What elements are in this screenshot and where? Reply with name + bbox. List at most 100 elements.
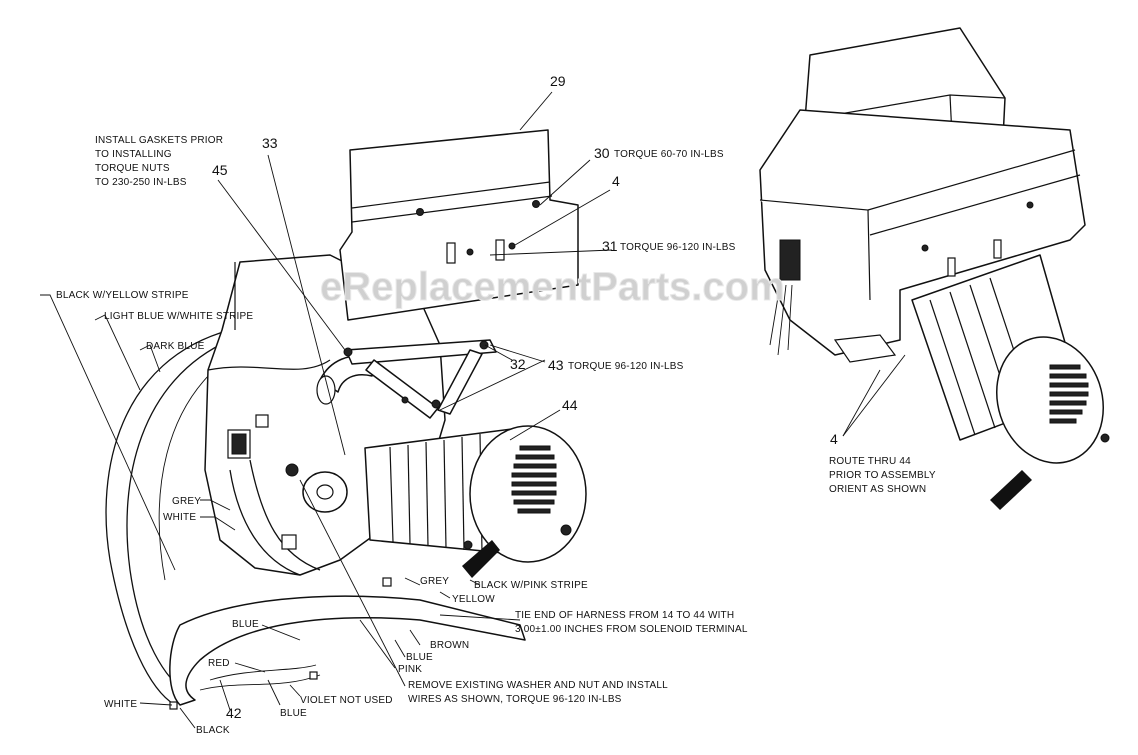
motor-band (425, 441, 429, 547)
strap (365, 359, 439, 419)
bracket-nut (431, 399, 441, 409)
callout-4-right: 4 (830, 431, 838, 447)
svg-text:REMOVE EXISTING WASHER AND NUT: REMOVE EXISTING WASHER AND NUT AND INSTA… (408, 680, 668, 691)
motor-band (389, 446, 394, 543)
torque-note-30: TORQUE 60-70 IN-LBS (614, 149, 724, 160)
bolt-r (921, 244, 929, 252)
left-assembly (105, 129, 587, 710)
motor-cable (462, 540, 500, 578)
terminal-block (255, 414, 269, 428)
leader-lines (40, 91, 906, 729)
wire-label-red: RED (208, 658, 230, 669)
plate-terminal (495, 239, 505, 261)
harness-drop (249, 459, 321, 571)
wire-label-blue-mid: BLUE (406, 652, 433, 663)
connector (169, 701, 178, 710)
wire-label-white-bottom: WHITE (104, 699, 137, 710)
cross-bar (345, 339, 497, 365)
stud (285, 463, 299, 477)
harness-loop-inner (126, 339, 231, 696)
harness-drop (229, 469, 301, 576)
motor-vent (511, 445, 557, 514)
plate-nut (466, 248, 474, 256)
callout-30: 30 (594, 145, 610, 161)
solenoid-r (779, 239, 801, 281)
callout-45: 45 (212, 162, 228, 178)
plate-nut (508, 242, 516, 250)
wire-label-lightblue-white: LIGHT BLUE W/WHITE STRIPE (104, 311, 253, 322)
terminal-r (993, 239, 1002, 259)
connector (382, 577, 392, 587)
foot-r (833, 334, 897, 363)
callout-32: 32 (510, 356, 526, 372)
note-remove-washer: REMOVE EXISTING WASHER AND NUT AND INSTA… (408, 680, 668, 705)
terminal-r (947, 257, 956, 277)
callout-29: 29 (550, 73, 566, 89)
wire-label-grey-left: GREY (172, 496, 201, 507)
plate-fold-r (869, 174, 1081, 236)
bracket-nut (343, 347, 353, 357)
svg-text:TIE END OF HARNESS FROM 14 TO: TIE END OF HARNESS FROM 14 TO 44 WITH (515, 610, 734, 621)
strap (437, 349, 483, 415)
housing-edge-r (759, 199, 871, 301)
mounting-plate (339, 129, 579, 321)
motor-cable-r (990, 470, 1032, 510)
svg-text:3.00±1.00 INCHES FROM SOLENOID: 3.00±1.00 INCHES FROM SOLENOID TERMINAL (515, 624, 748, 635)
connector (281, 534, 297, 550)
plate-bolt (416, 208, 424, 216)
plate-terminal (446, 242, 456, 264)
note-route: ROUTE THRU 44 PRIOR TO ASSEMBLY ORIENT A… (829, 456, 936, 495)
plate-fold (351, 181, 551, 209)
plate-bolt (532, 200, 540, 208)
plate-fold-2 (351, 195, 553, 223)
wire-label-brown: BROWN (430, 640, 469, 651)
bolt-r (1026, 201, 1034, 209)
wire-label-black-yellow: BLACK W/YELLOW STRIPE (56, 290, 189, 301)
bracket-nut (479, 340, 489, 350)
note-gasket: INSTALL GASKETS PRIOR TO INSTALLING TORQ… (95, 135, 223, 188)
callout-31: 31 (602, 238, 618, 254)
callout-4-left: 4 (612, 173, 620, 189)
wire-label-grey-right: GREY (420, 576, 449, 587)
wire-label-pink: PINK (398, 664, 422, 675)
motor-band (461, 436, 465, 551)
plate-fold-r (867, 149, 1076, 211)
svg-text:PRIOR TO ASSEMBLY: PRIOR TO ASSEMBLY (829, 470, 936, 481)
bracket-nut (401, 396, 409, 404)
motor-band-r (929, 299, 976, 436)
motor-band (443, 439, 447, 549)
leads-r (769, 284, 793, 356)
callout-43: 43 (548, 357, 564, 373)
motor-screw (560, 524, 572, 536)
connector (309, 671, 318, 680)
motor-band-r (949, 291, 996, 429)
wire-label-blue-left: BLUE (232, 619, 259, 630)
right-assembly (759, 27, 1110, 510)
callout-44: 44 (562, 397, 578, 413)
wire-label-dark-blue: DARK BLUE (146, 341, 205, 352)
motor-vent-r (1049, 364, 1089, 424)
torque-note-31: TORQUE 96-120 IN-LBS (620, 242, 736, 253)
wire-label-blue-bottom: BLUE (280, 708, 307, 719)
svg-text:ORIENT AS SHOWN: ORIENT AS SHOWN (829, 484, 926, 495)
drive-roller-hub (316, 484, 334, 500)
motor-band (407, 444, 411, 545)
callout-33: 33 (262, 135, 278, 151)
wire-label-black-pink: BLACK W/PINK STRIPE (474, 580, 588, 591)
wire-run (199, 674, 321, 691)
wire-labels: BLACK W/YELLOW STRIPE LIGHT BLUE W/WHITE… (56, 290, 588, 736)
housing-seam (207, 359, 331, 371)
svg-text:TO 230-250 IN-LBS: TO 230-250 IN-LBS (95, 177, 187, 188)
callout-numbers: 29 30 TORQUE 60-70 IN-LBS 4 31 TORQUE 96… (212, 73, 838, 721)
torque-note-43: TORQUE 96-120 IN-LBS (568, 361, 684, 372)
callout-42: 42 (226, 705, 242, 721)
svg-text:TORQUE NUTS: TORQUE NUTS (95, 163, 170, 174)
wire-label-violet: VIOLET NOT USED (300, 695, 393, 706)
svg-text:ROUTE THRU 44: ROUTE THRU 44 (829, 456, 911, 467)
motor-screw-r (1100, 433, 1110, 443)
solenoid-core (231, 433, 247, 455)
svg-text:WIRES AS SHOWN, TORQUE 96-120: WIRES AS SHOWN, TORQUE 96-120 IN-LBS (408, 694, 622, 705)
note-tie-harness: TIE END OF HARNESS FROM 14 TO 44 WITH 3.… (515, 610, 748, 635)
